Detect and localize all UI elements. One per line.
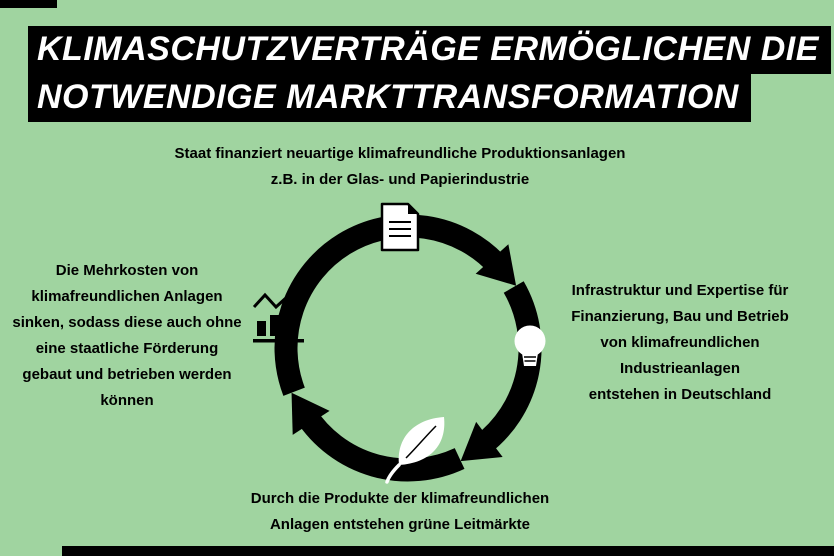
- blurb-green-markets: Durch die Produkte der klimafreundlichen…: [250, 490, 550, 533]
- blurb-costs-sink: Die Mehrkosten von klimafreundlichen Anl…: [12, 262, 242, 409]
- bar-chart-baseline: [253, 339, 304, 343]
- cycle-arrowhead: [291, 392, 330, 435]
- bar-chart-bars: [253, 315, 304, 343]
- cycle-arrowhead: [475, 244, 517, 286]
- leaf-icon: [385, 417, 445, 484]
- top-accent-bar: [0, 0, 57, 8]
- title-line-2: NOTWENDIGE MARKTTRANSFORMATION: [28, 74, 751, 123]
- cycle-arrowhead: [460, 421, 503, 462]
- page-title: KLIMASCHUTZVERTRÄGE ERMÖGLICHEN DIE NOTW…: [28, 26, 831, 123]
- cycle-arc: [474, 281, 542, 455]
- blurb-infrastructure: Infrastruktur und Expertise für Finanzie…: [571, 282, 789, 403]
- declining-trend-arrow: [252, 292, 302, 312]
- cycle-arc: [296, 408, 465, 482]
- title-line-1: KLIMASCHUTZVERTRÄGE ERMÖGLICHEN DIE: [28, 26, 831, 75]
- bottom-accent-bar: [62, 546, 834, 556]
- cycle-diagram: [274, 202, 546, 484]
- document-icon: [380, 202, 420, 252]
- lightbulb-icon: [514, 325, 546, 366]
- declining-chart-icon: [252, 292, 304, 343]
- blurb-state-finances: Staat finanziert neuartige klimafreundli…: [174, 145, 626, 188]
